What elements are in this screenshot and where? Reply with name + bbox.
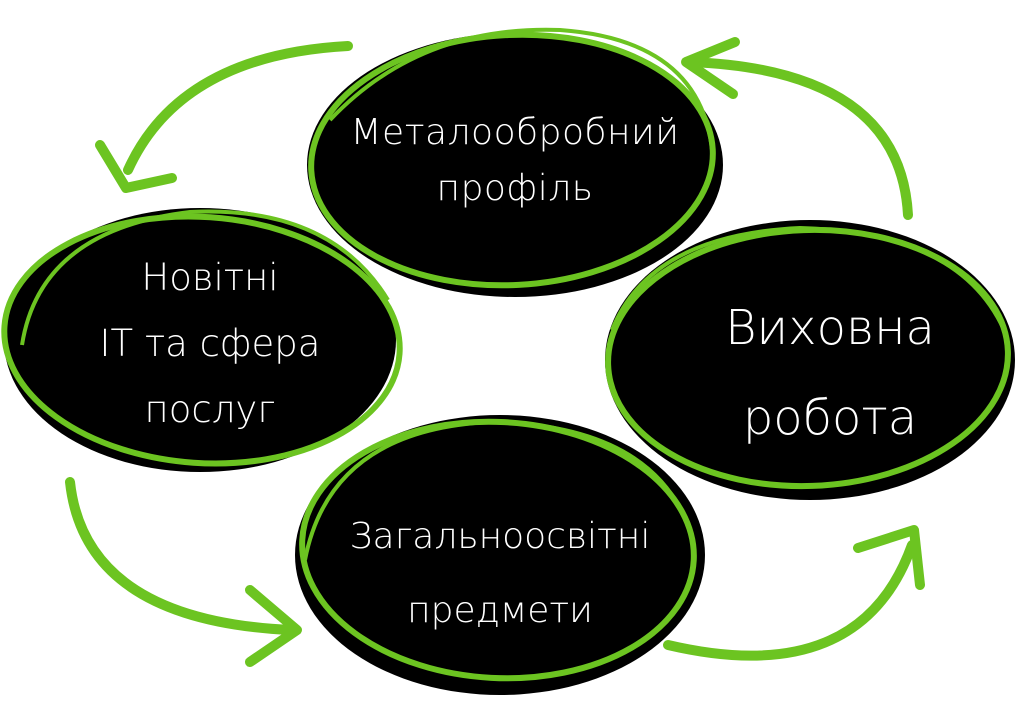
node-metal: [307, 27, 723, 297]
node-it-outline-stroke2: [20, 209, 390, 346]
node-it-outline: [1, 213, 403, 467]
node-vykh-label: Виховна робота: [725, 300, 935, 446]
node-metal-label: Металообробний профіль: [350, 112, 680, 209]
node-vykh-outline-stroke2: [610, 225, 1006, 331]
arrow-vykh-to-metal-shaft: [685, 57, 913, 220]
node-zah-outline-stroke2: [303, 419, 695, 561]
arrow-zah-to-vykh-shaft: [663, 540, 917, 661]
arrow-vykh-to-metal: [681, 37, 913, 220]
arrow-it-to-zah-head: [245, 585, 302, 667]
node-it-fill: [4, 208, 396, 472]
arrow-vykh-to-metal-head: [681, 37, 740, 99]
arrow-zah-to-vykh-head: [853, 525, 925, 590]
node-it-label: Новітні ІТ та сфера послуг: [99, 256, 321, 431]
node-vykh-fill: [605, 220, 1015, 500]
node-metal-outline-stroke2: [328, 27, 714, 151]
arrow-metal-to-it-shaft: [123, 41, 353, 175]
arrow-it-to-zah: [65, 477, 302, 667]
arrow-metal-to-it-head: [95, 140, 177, 193]
node-vykh: [605, 220, 1015, 500]
node-metal-fill: [307, 33, 723, 297]
node-it: [1, 208, 403, 472]
node-zah-fill: [295, 415, 705, 695]
node-zah: [295, 415, 705, 695]
arrow-it-to-zah-shaft: [65, 477, 295, 635]
arrow-metal-to-it: [95, 41, 353, 193]
node-zah-label: Загальноосвітні предмети: [349, 516, 651, 631]
arrow-zah-to-vykh: [663, 525, 925, 661]
